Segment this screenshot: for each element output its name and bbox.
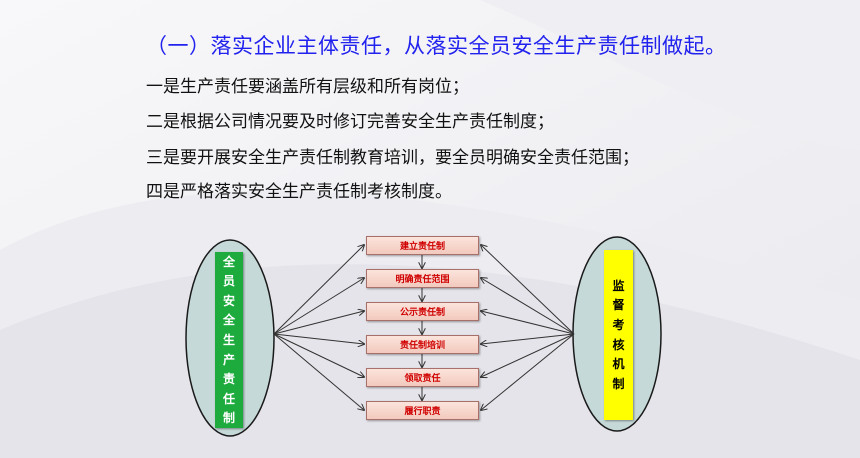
supervision-assessment-label: 监 督 考 核 机 制 xyxy=(604,250,633,420)
left-label-char: 产 xyxy=(222,352,235,367)
right-label-char: 考 xyxy=(612,318,625,333)
right-label-char: 制 xyxy=(612,377,625,392)
right-label-char: 督 xyxy=(612,298,625,313)
step-establish-responsibility: 建立责任制 xyxy=(366,236,479,255)
step-accept-responsibility: 领取责任 xyxy=(366,368,479,387)
left-label-char: 制 xyxy=(222,411,235,426)
right-label-char: 监 xyxy=(612,278,625,293)
right-arrows xyxy=(481,245,575,410)
step-define-scope: 明确责任范围 xyxy=(366,269,479,288)
point-2: 二是根据公司情况要及时修订完善安全生产责任制度； xyxy=(146,112,554,132)
step-fulfill-duties: 履行职责 xyxy=(366,401,479,420)
point-3: 三是要开展安全生产责任制教育培训，要全员明确安全责任范围； xyxy=(146,148,639,168)
left-label-char: 任 xyxy=(222,391,235,406)
point-4: 四是严格落实安全生产责任制考核制度。 xyxy=(146,182,452,202)
left-label-char: 员 xyxy=(222,274,235,289)
point-1: 一是生产责任要涵盖所有层级和所有岗位； xyxy=(146,77,469,97)
left-label-char: 生 xyxy=(222,332,235,347)
left-label-char: 全 xyxy=(222,254,235,269)
right-label-char: 核 xyxy=(612,337,625,352)
left-label-char: 责 xyxy=(222,372,235,387)
left-label-char: 安 xyxy=(222,293,235,308)
section-heading: （一）落实企业主体责任，从落实全员安全生产责任制做起。 xyxy=(146,34,727,58)
left-label-char: 全 xyxy=(222,313,235,328)
step-training: 责任制培训 xyxy=(366,335,479,354)
step-publicize: 公示责任制 xyxy=(366,302,479,321)
right-label-char: 机 xyxy=(612,357,625,372)
left-arrows xyxy=(273,245,364,410)
all-staff-responsibility-label: 全 员 安 全 生 产 责 任 制 xyxy=(215,252,243,428)
